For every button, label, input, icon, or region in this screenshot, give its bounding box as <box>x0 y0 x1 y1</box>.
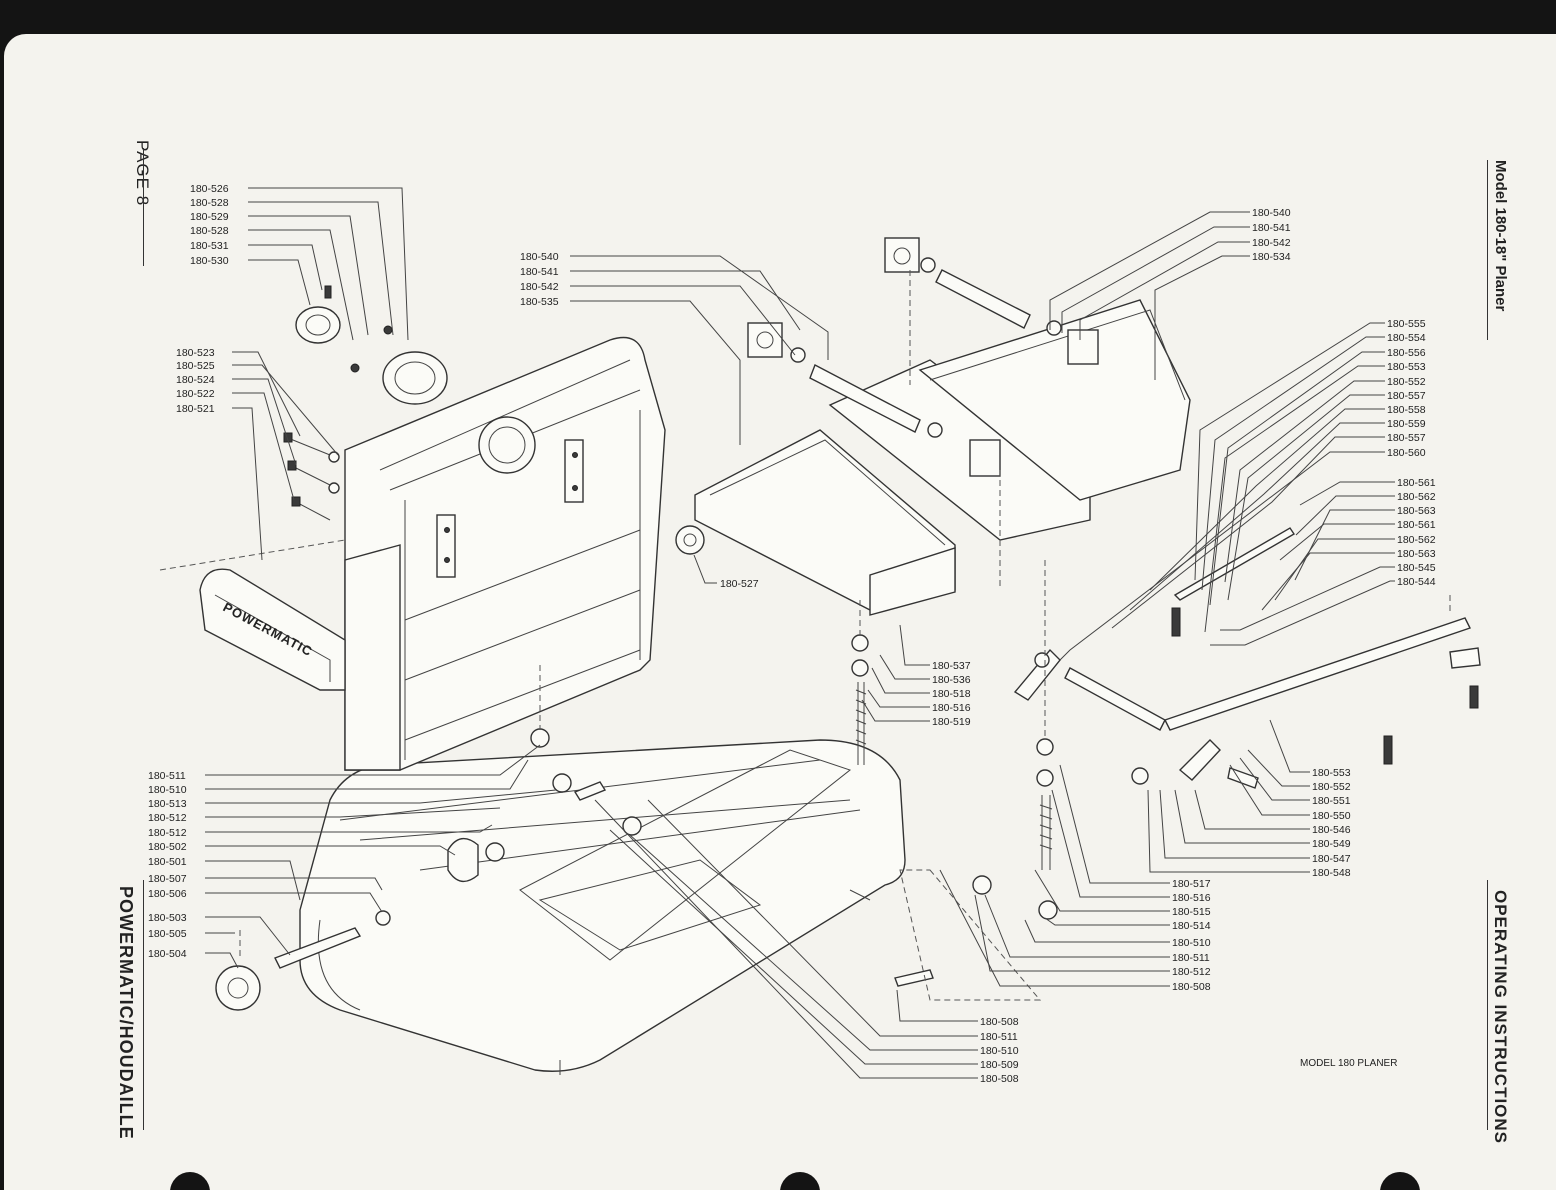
shafts <box>573 527 1471 987</box>
callout-label: 180-537 <box>932 660 971 672</box>
callout-label: 180-548 <box>1312 867 1351 879</box>
callout-label: 180-510 <box>1172 937 1211 949</box>
callout-label: 180-541 <box>520 266 559 278</box>
callout-label: 180-544 <box>1397 576 1436 588</box>
callout-label: 180-515 <box>1172 906 1211 918</box>
bearing-blocks <box>747 237 1099 477</box>
callout-label: 180-514 <box>1172 920 1211 932</box>
callout-label: 180-506 <box>148 888 187 900</box>
callout-label: 180-530 <box>190 255 229 267</box>
margin-rule <box>143 148 144 266</box>
linkage <box>1013 607 1481 789</box>
callout-label: 180-553 <box>1312 767 1351 779</box>
callout-label: 180-507 <box>148 873 187 885</box>
callout-label: 180-512 <box>148 827 187 839</box>
callout-label: 180-557 <box>1387 390 1426 402</box>
binder-hole <box>1380 1172 1420 1190</box>
callout-label: 180-559 <box>1387 418 1426 430</box>
callout-label: 180-521 <box>176 403 215 415</box>
callout-label: 180-550 <box>1312 810 1351 822</box>
leader-lines <box>205 187 1395 1079</box>
callout-label: 180-563 <box>1397 548 1436 560</box>
callout-label: 180-549 <box>1312 838 1351 850</box>
callout-label: 180-524 <box>176 374 215 386</box>
callout-label: 180-512 <box>1172 966 1211 978</box>
callout-label: 180-556 <box>1387 347 1426 359</box>
callout-label: 180-508 <box>980 1016 1019 1028</box>
callout-label: 180-545 <box>1397 562 1436 574</box>
callout-label: 180-509 <box>980 1059 1019 1071</box>
callout-label: 180-553 <box>1387 361 1426 373</box>
callout-label: 180-536 <box>932 674 971 686</box>
callout-label: 180-508 <box>980 1073 1019 1085</box>
margin-rule <box>143 880 144 1130</box>
callout-label: 180-528 <box>190 225 229 237</box>
callout-label: 180-542 <box>520 281 559 293</box>
elevation-screws <box>851 634 1054 870</box>
callout-label: 180-526 <box>190 183 229 195</box>
margin-rule <box>1487 880 1488 1130</box>
callout-label: 180-513 <box>148 798 187 810</box>
callout-label: 180-511 <box>1172 952 1210 964</box>
callout-label: 180-527 <box>720 578 759 590</box>
pulley-assembly <box>295 285 448 405</box>
callout-label: 180-518 <box>932 688 971 700</box>
callout-label: 180-522 <box>176 388 215 400</box>
head-frame <box>344 336 666 771</box>
callout-label: 180-511 <box>148 770 186 782</box>
callout-label: 180-554 <box>1387 332 1426 344</box>
callout-label: 180-516 <box>1172 892 1211 904</box>
callout-label: 180-523 <box>176 347 215 359</box>
callout-label: 180-528 <box>190 197 229 209</box>
binder-hole <box>780 1172 820 1190</box>
assembly-guidelines <box>159 270 1451 1001</box>
callout-label: 180-517 <box>1172 878 1211 890</box>
callout-label: 180-510 <box>148 784 187 796</box>
callout-label: 180-552 <box>1387 376 1426 388</box>
callout-label: 180-534 <box>1252 251 1291 263</box>
callout-label: 180-557 <box>1387 432 1426 444</box>
powermatic-cover: POWERMATIC <box>199 568 346 691</box>
callout-label: 180-547 <box>1312 853 1351 865</box>
callout-label: 180-562 <box>1397 534 1436 546</box>
callout-label: 180-542 <box>1252 237 1291 249</box>
callout-label: 180-512 <box>148 812 187 824</box>
callout-label: 180-562 <box>1397 491 1436 503</box>
callout-label: 180-551 <box>1312 795 1351 807</box>
callout-label: 180-508 <box>1172 981 1211 993</box>
callout-label: 180-519 <box>932 716 971 728</box>
callout-label: 180-555 <box>1387 318 1426 330</box>
callout-labels: 180-526 180-528 180-529 180-528 180-531 … <box>148 183 1436 1085</box>
callout-label: 180-516 <box>932 702 971 714</box>
callout-label: 180-540 <box>1252 207 1291 219</box>
callout-label: 180-563 <box>1397 505 1436 517</box>
callout-label: 180-561 <box>1397 519 1436 531</box>
drive-sprockets <box>215 728 1058 1011</box>
binder-hole <box>170 1172 210 1190</box>
callout-label: 180-558 <box>1387 404 1426 416</box>
callout-label: 180-560 <box>1387 447 1426 459</box>
callout-label: 180-501 <box>148 856 187 868</box>
callout-label: 180-503 <box>148 912 187 924</box>
table-assembly <box>675 269 1191 616</box>
callout-label: 180-504 <box>148 948 187 960</box>
callout-label: 180-561 <box>1397 477 1436 489</box>
callout-label: 180-505 <box>148 928 187 940</box>
frame-bolts <box>283 432 340 521</box>
callout-label: 180-552 <box>1312 781 1351 793</box>
callout-label: 180-502 <box>148 841 187 853</box>
callout-label: 180-531 <box>190 240 229 252</box>
callout-label: 180-546 <box>1312 824 1351 836</box>
callout-label: 180-541 <box>1252 222 1291 234</box>
callout-label: 180-510 <box>980 1045 1019 1057</box>
margin-rule <box>1487 160 1488 340</box>
callout-label: 180-535 <box>520 296 559 308</box>
callout-label: 180-540 <box>520 251 559 263</box>
diagram-caption: MODEL 180 PLANER <box>1300 1058 1397 1069</box>
callout-label: 180-511 <box>980 1031 1018 1043</box>
callout-label: 180-525 <box>176 360 215 372</box>
callout-label: 180-529 <box>190 211 229 223</box>
